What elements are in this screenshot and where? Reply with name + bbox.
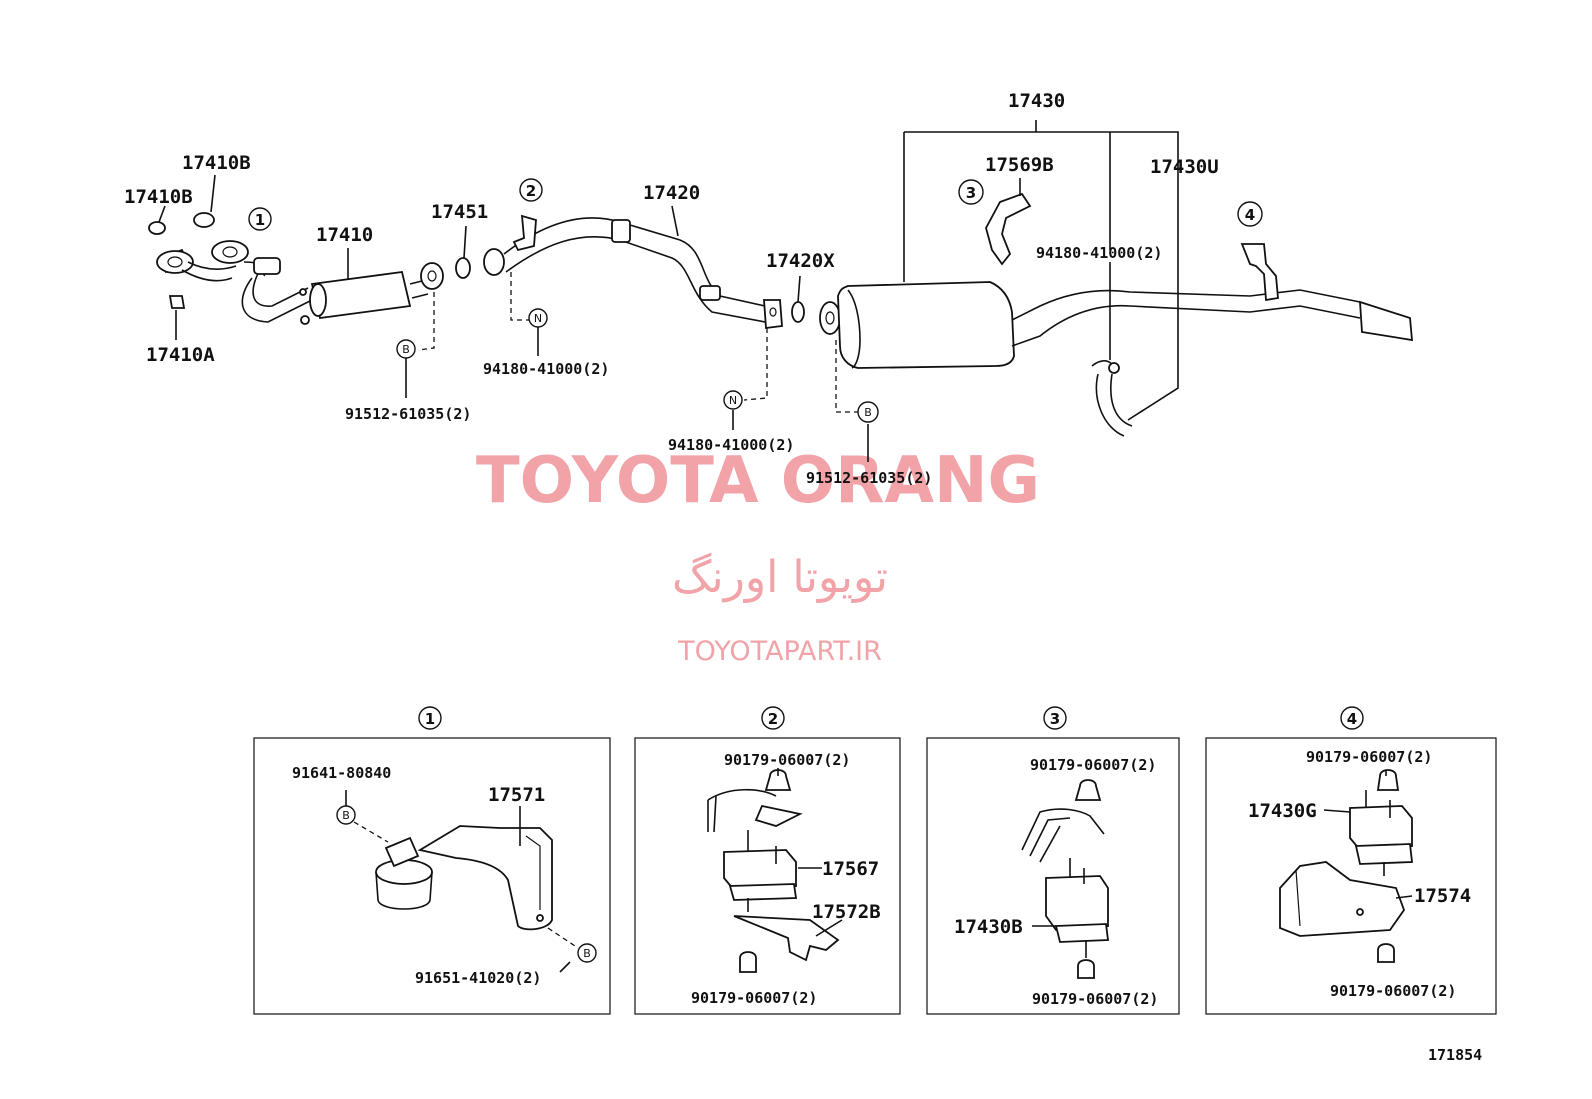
marker-b-2: B [857,401,879,423]
label-91641-80840: 91641-80840 [292,764,391,782]
svg-text:N: N [729,394,737,407]
label-17430g: 17430G [1248,800,1317,822]
svg-text:B: B [583,947,591,960]
label-17420: 17420 [643,182,700,204]
detail-panel-2: 2 90179-06007(2) 17567 17572B 90179-0600… [634,706,901,1015]
callout-3-main: 3 [958,179,984,205]
label-d3-nut-bottom: 90179-06007(2) [1032,990,1158,1008]
label-91651-41020: 91651-41020(2) [415,969,541,987]
marker-b-1: B [396,339,416,359]
label-nut-n-2: 94180-41000(2) [668,436,794,454]
callout-1-detail: 1 [418,706,442,730]
label-d4-nut-top: 90179-06007(2) [1306,748,1432,766]
svg-text:B: B [342,809,350,822]
nut-17410a [168,295,186,309]
svg-text:B: B [402,343,410,356]
group-bracket-17430 [904,131,1179,421]
label-17410b-left: 17410B [124,186,193,208]
label-17451: 17451 [431,201,488,223]
detail-panel-1: 1 B B 91641-80840 17571 91651-41020(2) [253,706,611,1015]
callout-1-main: 1 [248,207,272,231]
label-nut-n-3: 94180-41000(2) [1036,244,1162,262]
label-d2-nut-top: 90179-06007(2) [724,751,850,769]
detail-panel-4: 4 90179-06007(2) 17430G 17574 90179-0600… [1205,706,1497,1015]
watermark: TOYOTA ORANG تویوتا اورنگ TOYOTAPART.IR [476,444,1040,667]
label-17572b: 17572B [812,901,881,923]
marker-n-2: N [723,390,743,410]
label-d4-nut-bottom: 90179-06007(2) [1330,982,1456,1000]
callout-4-detail: 4 [1340,706,1364,730]
svg-text:4: 4 [1347,710,1357,728]
muffler-17430 [819,243,1414,369]
front-pipe-17410 [156,240,444,325]
label-bolt-b-1: 91512-61035(2) [345,405,471,423]
label-17410b-top: 17410B [182,152,251,174]
label-17567: 17567 [822,858,879,880]
label-17430u: 17430U [1150,156,1219,178]
label-17420x: 17420X [766,250,835,272]
label-17569b: 17569B [985,154,1054,176]
label-17410: 17410 [316,224,373,246]
svg-text:N: N [534,312,542,325]
label-17430: 17430 [1008,90,1065,112]
bracket-17569b [985,192,1032,266]
label-17571: 17571 [488,784,545,806]
svg-text:2: 2 [768,710,778,728]
label-17430b: 17430B [954,916,1023,938]
callout-2-main: 2 [519,178,543,202]
watermark-persian: تویوتا اورنگ [672,552,888,603]
svg-text:4: 4 [1245,206,1255,224]
label-17410a: 17410A [146,344,215,366]
watermark-url: TOYOTAPART.IR [677,636,882,667]
detail-panel-3: 3 90179-06007(2) 17430B 90179-06007(2) [926,706,1180,1015]
callout-3-detail: 3 [1043,706,1067,730]
gasket-17420x [791,301,805,323]
diagram-id: 171854 [1428,1046,1482,1064]
watermark-title: TOYOTA ORANG [476,444,1040,518]
label-17574: 17574 [1414,885,1471,907]
marker-b-d1-top: B [336,805,356,825]
svg-text:3: 3 [966,184,976,202]
svg-text:B: B [864,406,872,419]
svg-text:1: 1 [255,211,265,229]
label-nut-n-1: 94180-41000(2) [483,360,609,378]
marker-b-d1-bottom: B [577,943,597,963]
callout-2-detail: 2 [761,706,785,730]
gasket-17410b-top [193,212,215,228]
gasket-17410b-left [148,221,166,235]
label-d2-nut-bottom: 90179-06007(2) [691,989,817,1007]
label-bolt-b-2: 91512-61035(2) [806,469,932,487]
marker-n-1: N [528,308,548,328]
svg-text:2: 2 [526,182,536,200]
label-d3-nut-top: 90179-06007(2) [1030,756,1156,774]
center-pipe-17420 [483,214,783,330]
svg-text:3: 3 [1050,710,1060,728]
gasket-17451 [455,257,471,279]
callout-4-main: 4 [1237,201,1263,227]
svg-text:1: 1 [425,710,435,728]
